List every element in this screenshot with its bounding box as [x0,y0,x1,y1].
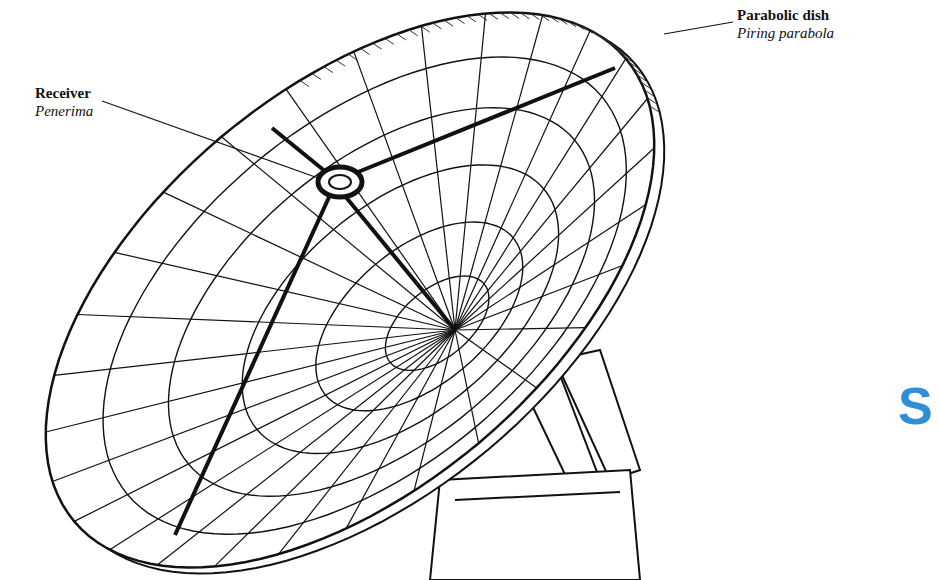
rim-hatch [385,38,394,44]
dish-rib [286,89,455,330]
rim-hatch [567,21,576,27]
dish-rim [46,13,654,568]
dish-rib [455,14,486,330]
rim-hatch [409,30,418,36]
rim-hatch [530,14,539,20]
rim-hatch [612,45,621,51]
rim-hatch [605,40,614,46]
rim-hatch [433,23,442,29]
rim-hatch [444,20,453,26]
dish-rib [455,328,586,330]
dish-rib [414,330,455,491]
dish-rib [421,26,455,330]
dish-rib [455,15,543,330]
dish-grid [46,13,664,574]
rim-hatch [549,16,558,22]
dish-rib [157,330,455,565]
dish-rib [54,330,455,375]
strut [345,196,455,330]
rim-hatch [336,60,345,66]
receiver-core [329,175,351,189]
dish-ring [242,165,558,454]
dish-rib [163,192,455,330]
rim-hatch [489,13,498,19]
part-label: Penerima [35,102,93,120]
dish-rib [46,330,455,432]
rim-hatch [641,82,650,88]
slide-fragment: S [898,378,933,434]
rim-hatch [633,68,642,74]
strut [175,195,330,535]
leader-line [664,22,733,34]
rim-hatch [361,49,370,55]
dish-rib [455,330,537,388]
mount-base [430,470,640,580]
rim-hatch [467,16,476,22]
rim-hatch [312,73,321,79]
rim-hatch [324,67,333,73]
rim-hatch [576,24,585,30]
dish-ring [103,57,626,534]
strut [358,68,615,172]
dish-rib [53,330,456,482]
dish-rib [455,148,654,330]
rim-hatch [300,81,309,87]
rim-hatch [644,90,653,96]
rim-hatch [500,13,509,19]
rim-hatch [558,18,567,24]
rim-hatch [456,18,465,24]
dish-rib [346,330,455,528]
rim-hatch [520,13,529,19]
rim-hatch [397,34,406,40]
rim-hatch [510,13,519,19]
part-label: Piring parabola [737,24,834,42]
receiver-ring [318,167,362,197]
rim-hatch [650,106,659,112]
part-label: Parabolic dish [737,6,829,24]
rim-hatch [373,43,382,49]
dish-rib [455,330,479,443]
receiver-struts [175,68,615,535]
rim-hatch [637,75,646,81]
rim-hatch [618,50,627,56]
rim-hatch [628,62,637,68]
dish-rib [74,330,455,521]
dish-ring [169,108,595,497]
leader-lines [102,22,733,178]
rim-hatch [584,27,593,33]
leader-line [102,101,318,178]
mount-edge [455,492,620,500]
rim-hatch [647,98,656,104]
dish-rib [455,99,648,331]
part-label: Receiver [35,84,91,102]
dish-rib [455,30,590,330]
strut [272,128,326,172]
